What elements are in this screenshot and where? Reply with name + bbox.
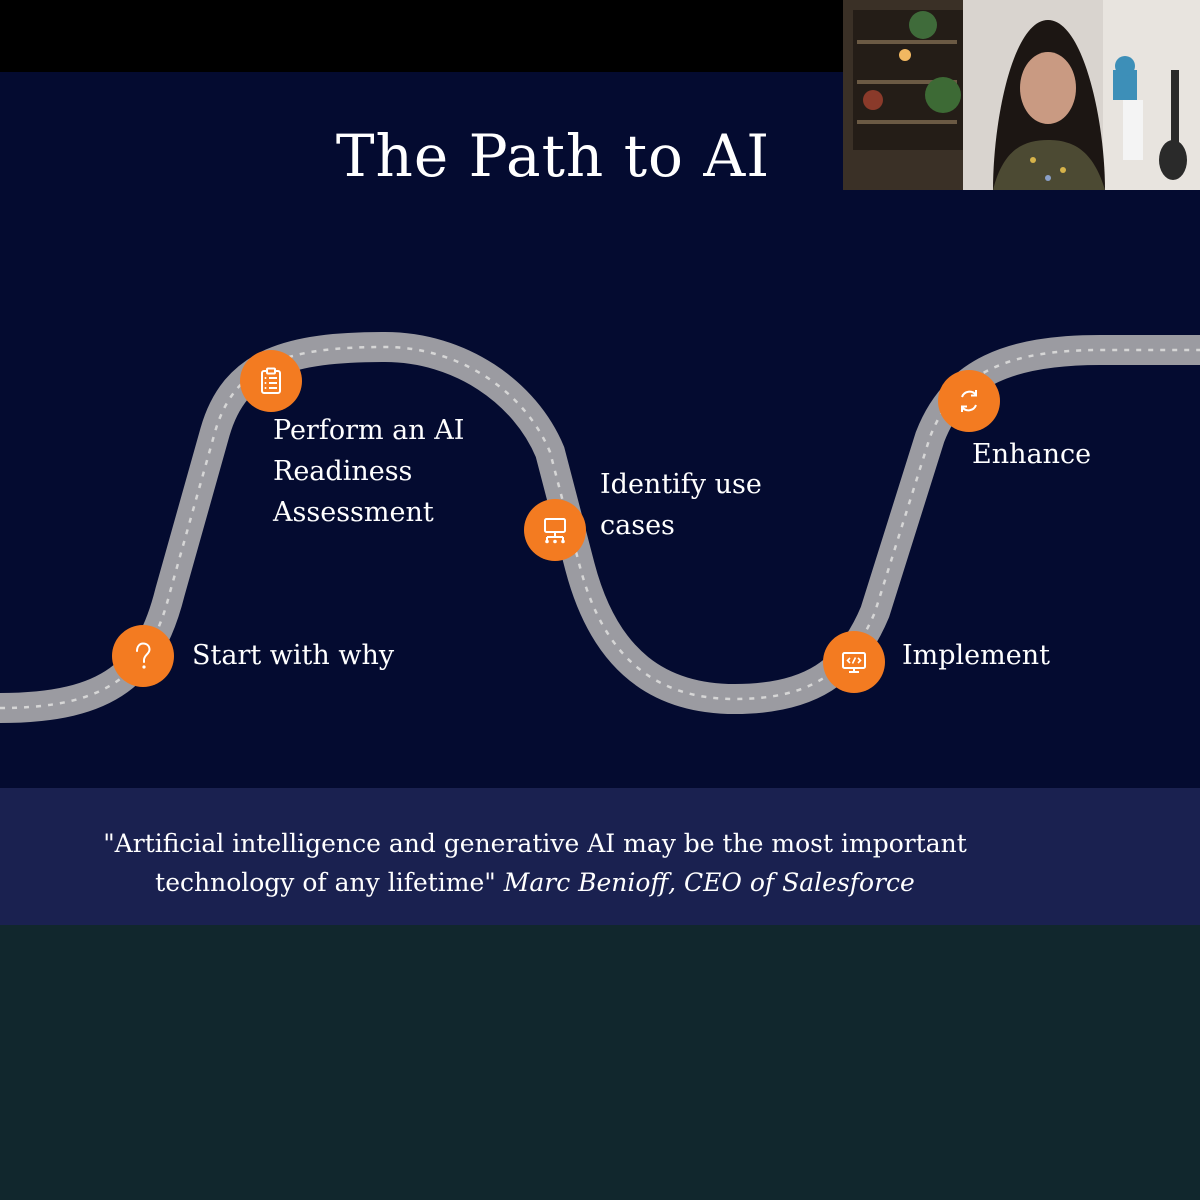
milestone-label-readiness-assessment: Perform an AI Readiness Assessment — [273, 410, 464, 533]
webcam-image — [843, 0, 1200, 190]
refresh-cycle-icon — [938, 370, 1000, 432]
presentation-network-icon — [524, 499, 586, 561]
quote-attribution: Marc Benioff, CEO of Salesforce — [504, 868, 915, 897]
empty-bottom-area — [0, 925, 1200, 1200]
clipboard-checklist-icon — [240, 350, 302, 412]
question-mark-icon — [112, 625, 174, 687]
slide-quote: "Artificial intelligence and generative … — [30, 824, 1040, 902]
quote-band: "Artificial intelligence and generative … — [0, 788, 1200, 925]
monitor-code-icon — [823, 631, 885, 693]
milestone-label-enhance: Enhance — [972, 434, 1091, 475]
milestone-label-identify-use-cases: Identify use cases — [600, 464, 762, 546]
milestone-label-start-with-why: Start with why — [192, 635, 394, 676]
milestone-label-implement: Implement — [902, 635, 1050, 676]
presenter-webcam-feed — [843, 0, 1200, 190]
